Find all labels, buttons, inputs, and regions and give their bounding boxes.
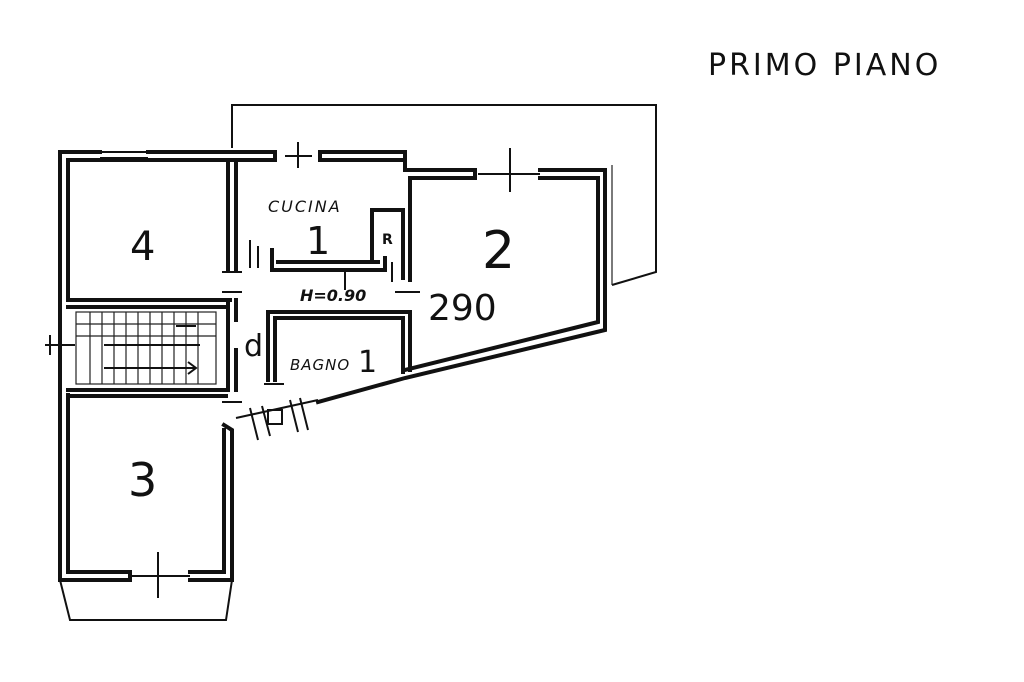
staircase (75, 311, 217, 385)
ceiling-height: H=0.90 (300, 286, 366, 305)
dimension-290: 290 (428, 288, 497, 329)
room-4-number: 4 (130, 224, 155, 270)
bathroom-number: 1 (358, 345, 377, 380)
kitchen-label: CUCINA (268, 197, 342, 216)
radiator-mark: R (382, 232, 393, 248)
kitchen-number: 1 (306, 219, 330, 263)
windows (45, 142, 540, 598)
bathroom-label: BAGNO (290, 356, 350, 374)
floor-title: PRIMO PIANO (708, 48, 941, 83)
living-number: 2 (482, 221, 515, 281)
room-3-number: 3 (128, 453, 157, 507)
door-marks (222, 240, 420, 403)
door-mark: d (244, 329, 263, 364)
terrace-outline (231, 104, 657, 286)
outer-walls (58, 150, 607, 621)
interior-walls (66, 158, 412, 398)
